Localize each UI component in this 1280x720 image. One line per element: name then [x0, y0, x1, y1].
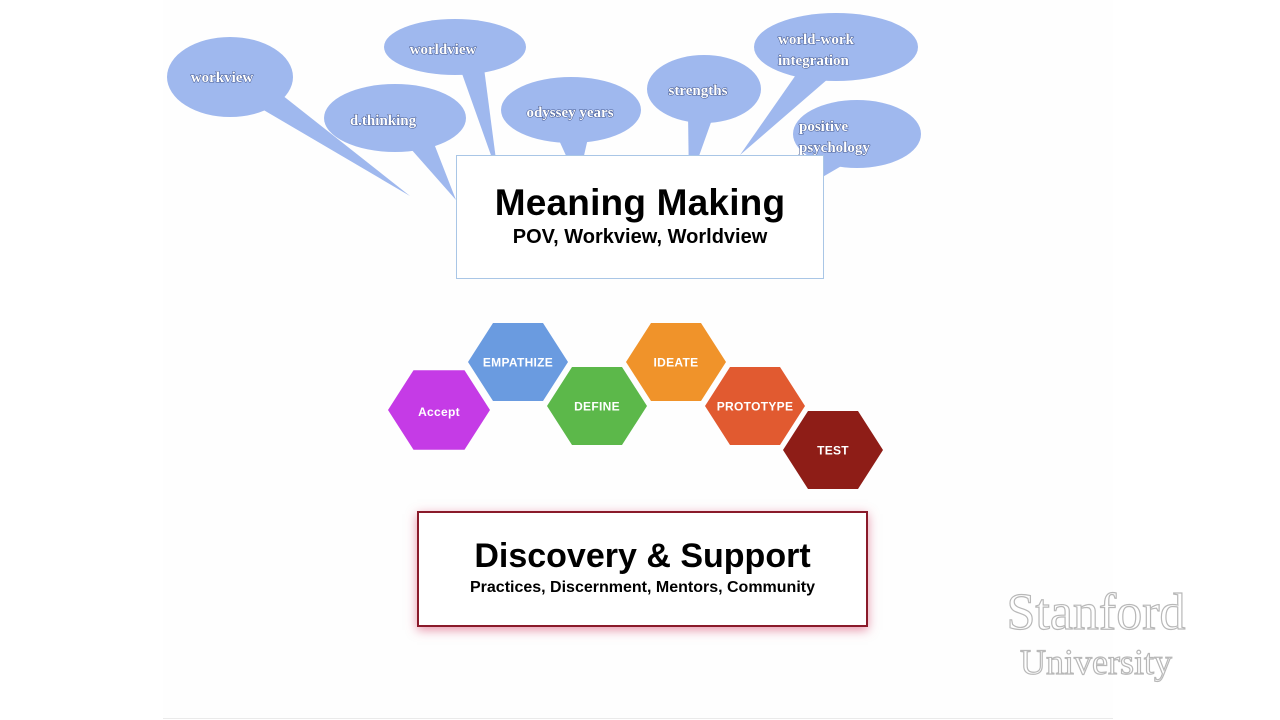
speech-bubble-label: strengths	[669, 83, 728, 99]
hexagon-shape	[626, 323, 726, 401]
watermark-line-1: Stanford	[1006, 583, 1186, 641]
hexagon-label: IDEATE	[654, 355, 699, 369]
speech-bubble-shape	[754, 13, 918, 81]
speech-bubble-label: world-work	[778, 32, 854, 48]
hexagon-test: TEST	[783, 411, 883, 489]
speech-bubble-shape	[793, 100, 921, 168]
speech-bubble-shape	[324, 84, 466, 152]
hexagon-shape	[388, 370, 490, 450]
discovery-support-box: Discovery & Support Practices, Discernme…	[417, 511, 868, 627]
hexagon-ideate: IDEATE	[626, 323, 726, 401]
hexagon-label: Accept	[418, 405, 460, 419]
speech-bubble-shape	[384, 19, 526, 75]
speech-bubble-worldwork: world-work integration	[740, 13, 918, 155]
speech-bubble-label: odyssey years	[526, 105, 613, 121]
speech-bubble-label: psychology	[799, 140, 870, 156]
speech-bubble-workview: workview	[167, 37, 410, 196]
hexagon-empathize: EMPATHIZE	[468, 323, 568, 401]
speech-bubble-label: worldview	[410, 42, 477, 58]
speech-bubble-tail	[460, 68, 498, 175]
meaning-making-subtitle: POV, Workview, Worldview	[512, 226, 768, 248]
speech-bubble-tail	[403, 140, 456, 200]
speech-bubble-label: d.thinking	[350, 113, 417, 129]
discovery-support-title: Discovery & Support	[474, 537, 811, 575]
hexagon-shape	[783, 411, 883, 489]
hexagon-label: EMPATHIZE	[483, 355, 553, 369]
speech-bubble-shape	[167, 37, 293, 117]
hexagon-prototype: PROTOTYPE	[705, 367, 805, 445]
speech-bubble-tail	[250, 95, 410, 196]
speech-bubble-label: integration	[778, 53, 849, 69]
hexagon-define: DEFINE	[547, 367, 647, 445]
stanford-watermark: Stanford University	[980, 583, 1212, 682]
watermark-line-2: University	[1019, 641, 1172, 682]
hexagon-label: TEST	[817, 443, 849, 457]
speech-bubble-label: workview	[191, 70, 254, 86]
meaning-making-title: Meaning Making	[494, 182, 786, 223]
speech-bubble-dthinking: d.thinking	[324, 84, 466, 200]
meaning-making-box: Meaning Making POV, Workview, Worldview	[456, 155, 824, 279]
speech-bubble-shape	[501, 77, 641, 143]
hexagon-label: DEFINE	[574, 399, 620, 413]
speech-bubble-shape	[647, 55, 761, 123]
hexagon-shape	[547, 367, 647, 445]
speech-bubble-tail	[740, 69, 836, 155]
speech-bubble-worldview: worldview	[384, 19, 526, 175]
discovery-support-subtitle: Practices, Discernment, Mentors, Communi…	[470, 579, 815, 596]
speech-bubble-label: positive	[799, 119, 849, 135]
hexagon-accept: Accept	[388, 370, 490, 450]
speech-bubble-positive: positive psychology	[783, 100, 921, 200]
hexagon-shape	[705, 367, 805, 445]
hexagon-label: PROTOTYPE	[717, 399, 794, 413]
hexagon-shape	[468, 323, 568, 401]
